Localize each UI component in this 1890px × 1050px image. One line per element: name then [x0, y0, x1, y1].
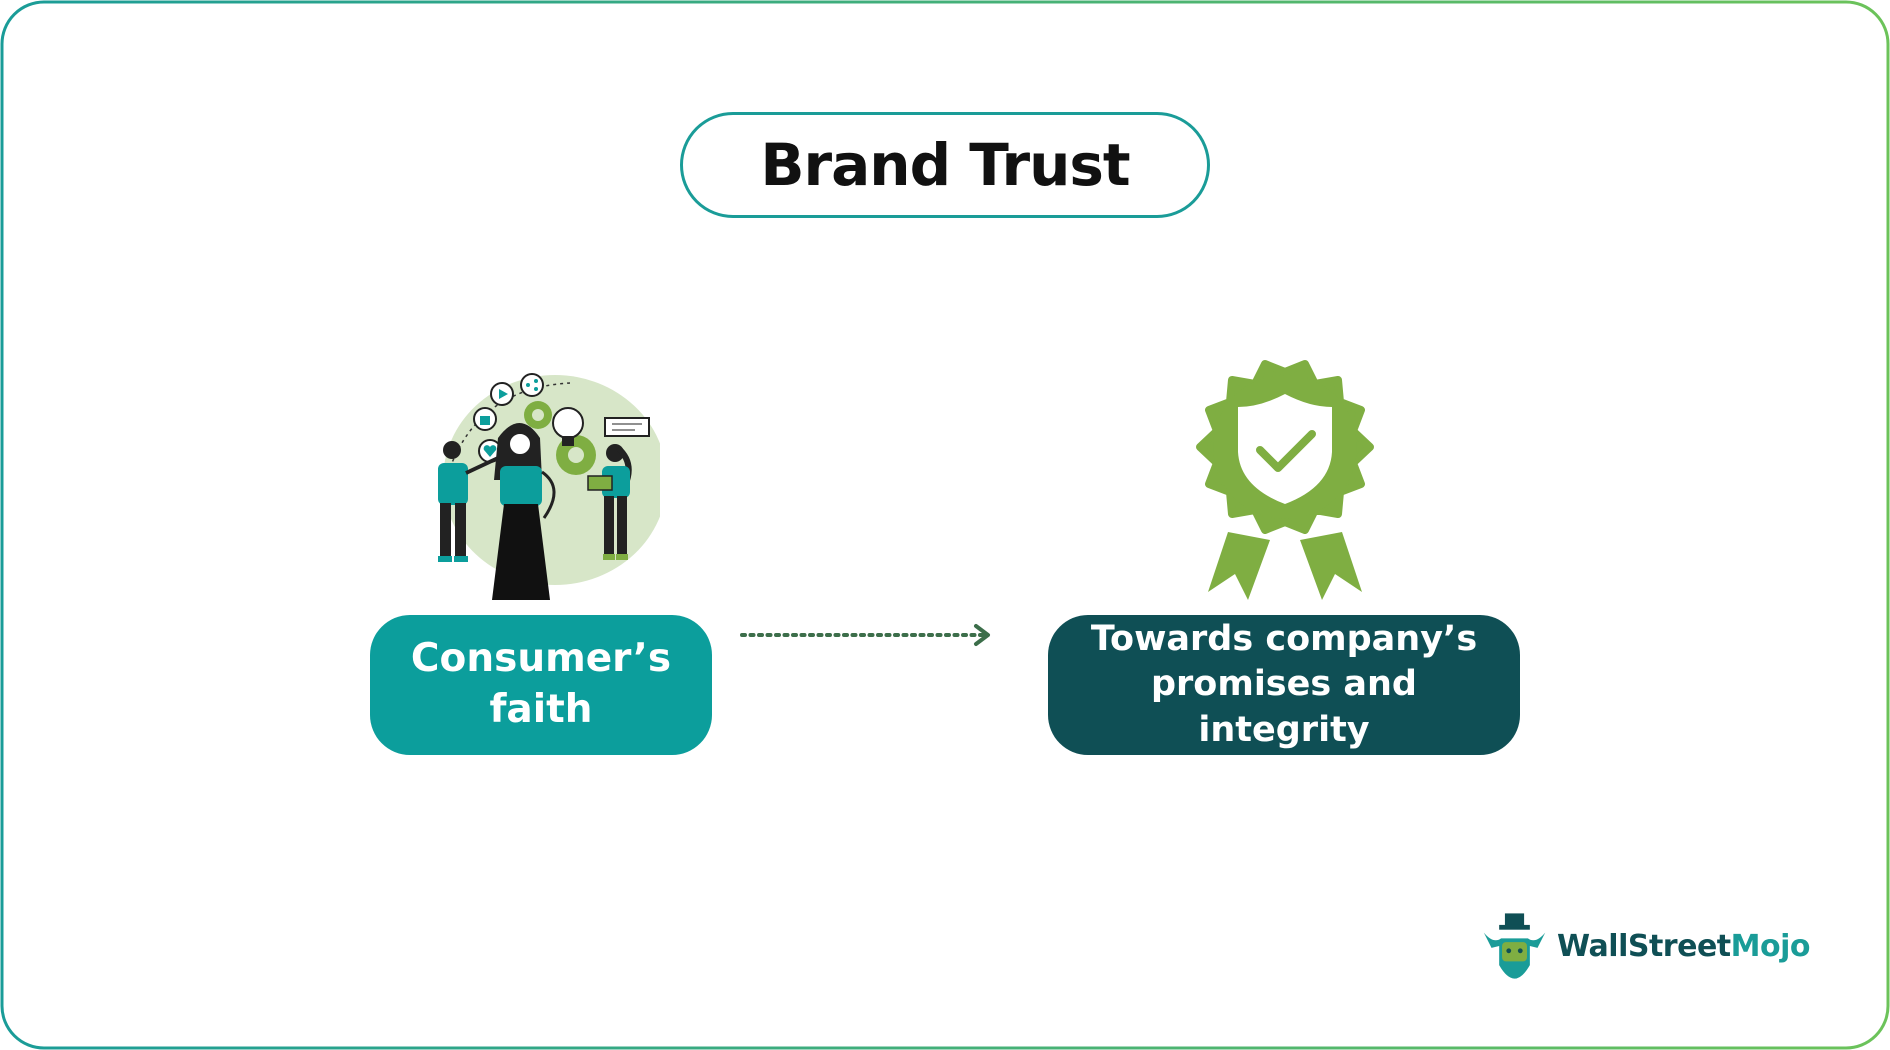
message-icon — [604, 417, 650, 437]
consumer-faith-box: Consumer’s faith — [370, 615, 712, 755]
page-title: Brand Trust — [760, 131, 1130, 199]
company-promises-label: Towards company’s promises and integrity — [1090, 618, 1478, 750]
consumer-faith-label: Consumer’s faith — [410, 636, 672, 732]
company-promises-box: Towards company’s promises and integrity — [1048, 615, 1520, 755]
wallstreetmojo-logo: WallStreetMojo — [1480, 910, 1811, 982]
consumers-illustration — [438, 373, 660, 600]
gear-icon — [524, 401, 552, 429]
play-icon — [490, 382, 514, 406]
bag-icon — [473, 407, 497, 431]
bull-logo-icon — [1483, 913, 1546, 979]
dotted-arrow — [740, 624, 990, 646]
logo-wordmark: WallStreetMojo — [1557, 928, 1810, 964]
share-icon — [520, 373, 544, 397]
title-pill: Brand Trust — [680, 112, 1210, 218]
lightbulb-icon — [552, 407, 584, 446]
trust-badge-icon — [1196, 360, 1374, 600]
